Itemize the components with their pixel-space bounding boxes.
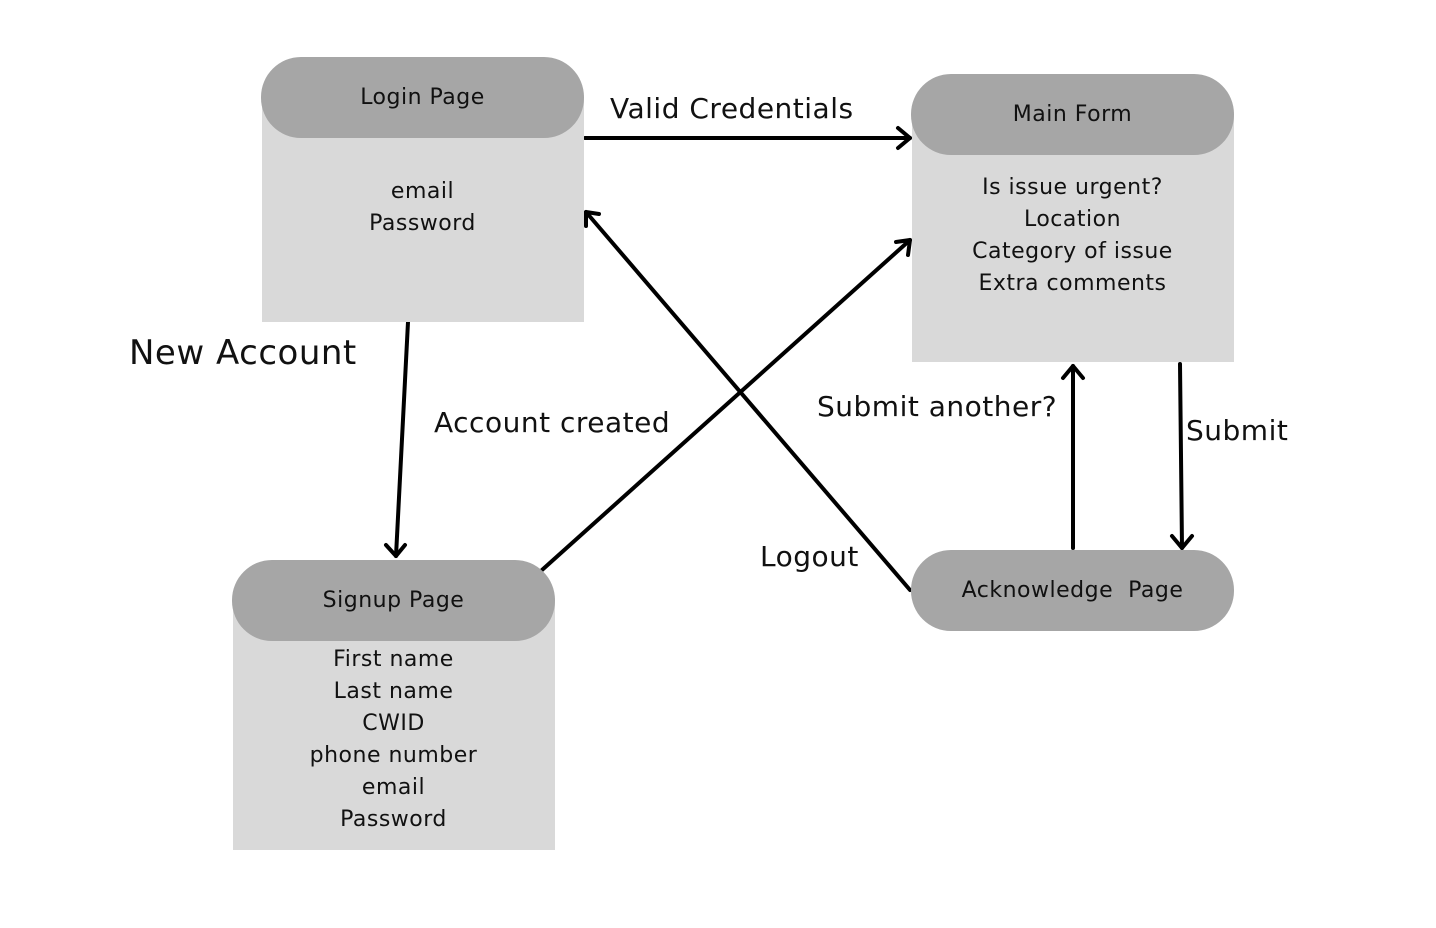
main-field-category: Category of issue (972, 239, 1173, 264)
signup-field-phone: phone number (309, 743, 478, 768)
edge-account-created (540, 238, 912, 572)
login-page-fields: email Password (261, 176, 584, 240)
arrowhead-submit-another (1061, 364, 1085, 380)
signup-page-title: Signup Page (232, 560, 555, 641)
main-field-urgent: Is issue urgent? (982, 175, 1163, 200)
edge-label-submit: Submit (1186, 414, 1289, 447)
arrowhead-new-account (384, 543, 407, 558)
arrowhead-submit (1170, 534, 1194, 550)
login-field-password: Password (369, 211, 476, 236)
edge-logout (584, 210, 912, 592)
signup-field-first-name: First name (333, 647, 454, 672)
edge-label-submit-another: Submit another? (817, 390, 1058, 423)
login-page-title: Login Page (261, 57, 584, 138)
arrowhead-logout (584, 210, 601, 228)
main-form-fields: Is issue urgent? Location Category of is… (911, 172, 1234, 300)
login-page-node: Login Page email Password (261, 57, 584, 322)
signup-field-last-name: Last name (333, 679, 454, 704)
signup-page-fields: First name Last name CWID phone number e… (232, 644, 555, 836)
edge-label-new-account: New Account (129, 333, 357, 373)
main-form-node: Main Form Is issue urgent? Location Cate… (911, 74, 1234, 362)
signup-page-node: Signup Page First name Last name CWID ph… (232, 560, 555, 850)
edge-submit (1178, 362, 1184, 550)
main-field-comments: Extra comments (978, 271, 1167, 296)
edge-new-account (394, 320, 410, 558)
login-field-email: email (390, 179, 455, 204)
arrowhead-account-created (894, 238, 912, 257)
edge-label-valid-credentials: Valid Credentials (610, 92, 854, 125)
arrowhead-valid-credentials (896, 126, 912, 150)
signup-field-email: email (361, 775, 426, 800)
main-field-location: Location (1023, 207, 1122, 232)
main-form-title: Main Form (911, 74, 1234, 155)
edge-label-account-created: Account created (434, 406, 671, 439)
acknowledge-page-node: Acknowledge Page (911, 550, 1234, 631)
signup-field-password: Password (340, 807, 447, 832)
edge-label-logout: Logout (760, 540, 859, 573)
signup-field-cwid: CWID (362, 711, 425, 736)
